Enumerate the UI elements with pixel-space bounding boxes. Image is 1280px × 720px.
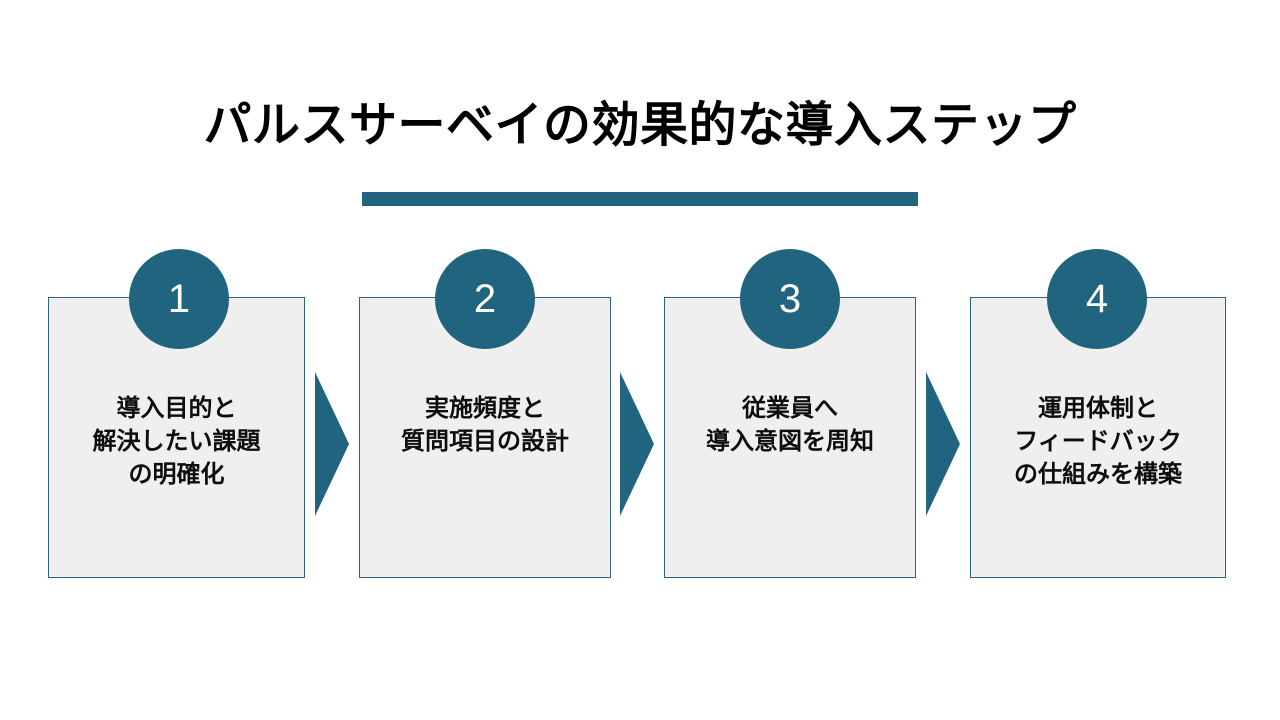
step-label-3: 従業員へ 導入意図を周知 — [706, 395, 874, 455]
step-label-2: 実施頻度と 質問項目の設計 — [401, 395, 569, 455]
step-box-2[interactable]: 実施頻度と 質問項目の設計 — [359, 297, 611, 578]
step-number-badge-4[interactable]: 4 — [1047, 249, 1147, 349]
step-number-badge-3[interactable]: 3 — [740, 249, 840, 349]
step-label-1: 導入目的と 解決したい課題 の明確化 — [92, 395, 261, 488]
step-arrow-2-to-3 — [620, 372, 654, 516]
step-label-4: 運用体制と フィードバック の仕組みを構築 — [1014, 395, 1182, 488]
step-number-4: 4 — [1085, 277, 1109, 321]
title-block: パルスサーベイの効果的な導入ステップ — [0, 96, 1280, 156]
title-underline-bar — [362, 192, 918, 206]
step-number-1: 1 — [167, 277, 191, 321]
step-number-3: 3 — [778, 277, 802, 321]
page-title: パルスサーベイの効果的な導入ステップ — [203, 99, 1077, 152]
step-number-badge-2[interactable]: 2 — [435, 249, 535, 349]
step-number-badge-1[interactable]: 1 — [129, 249, 229, 349]
step-arrow-3-to-4 — [926, 372, 960, 516]
step-number-2: 2 — [473, 277, 497, 321]
step-arrow-1-to-2 — [315, 372, 349, 516]
